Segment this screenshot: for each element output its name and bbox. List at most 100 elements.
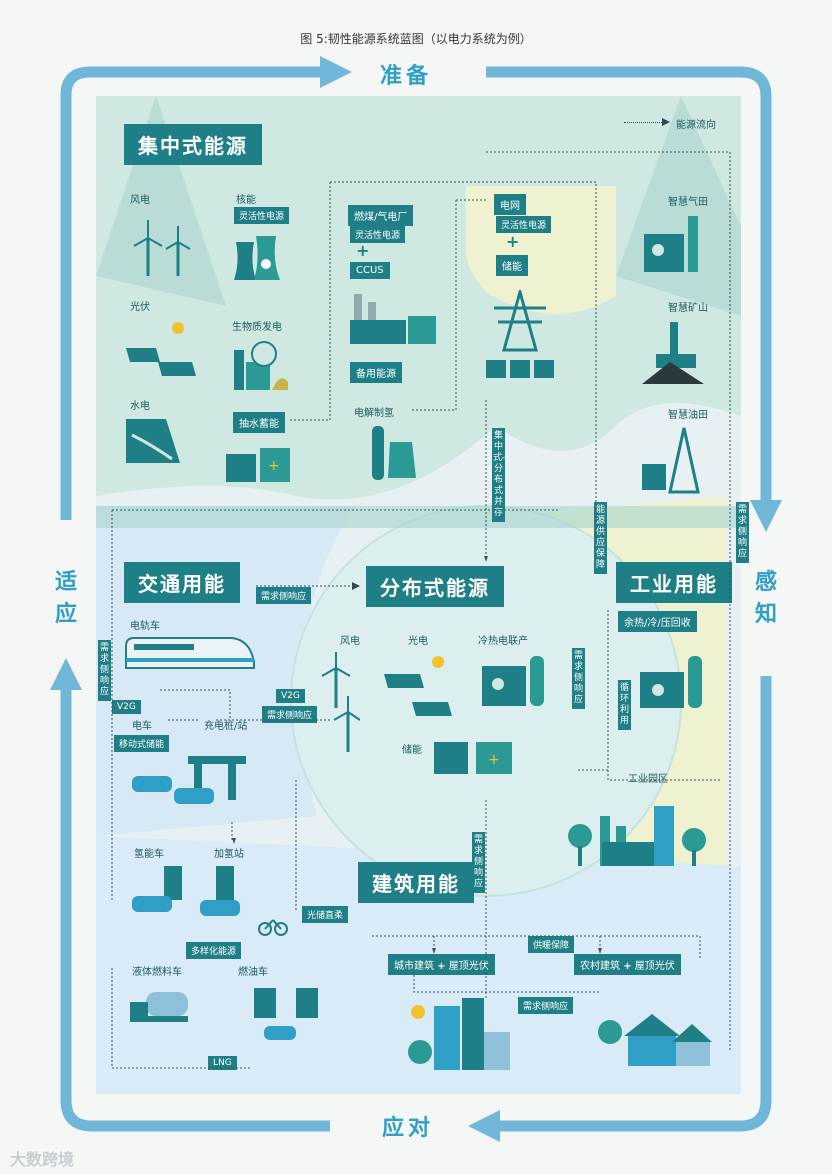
fuel-car-label: 燃油车 [238,967,268,978]
hydro-dam-icon [126,419,180,463]
electrolysis-label: 电解制氢 [354,408,394,419]
rail-label: 电轨车 [130,621,160,632]
train-icon [125,637,255,669]
plus-sign-grid: + [506,232,520,251]
tanker-truck-icon [130,992,188,1022]
ccus-tag: CCUS [350,262,390,279]
rural-building-label: 农村建筑 [580,961,620,972]
pv-storage-tag: 光储直柔 [302,906,349,923]
biomass-plant-icon [234,341,288,390]
v2g-right-tag: V2G [276,689,305,703]
cycle-prepare: 准备 [380,64,433,89]
factory-icon [640,656,702,708]
charger-demand-response-tag: 需求侧响应 [262,706,318,723]
backup-energy-tag: 备用能源 [350,362,402,383]
chp-label: 冷热电联产 [478,636,528,647]
distributed-demand-response-vtag: 需求侧响应 [572,648,585,709]
central-distributed-tag: 集中式-分布式并存 [492,428,505,522]
liquid-fuel-truck-label: 液体燃料车 [132,967,182,978]
hydro-label: 水电 [130,401,150,412]
fcv-label: 氢能车 [134,849,164,860]
city-building-tag: 城市建筑 + 屋顶光伏 [388,954,495,975]
distributed-storage-label: 储能 [402,745,422,756]
watermark-logo: 大数跨境 [10,1150,75,1169]
grid-tag: 电网 [494,194,526,215]
building-demand-response-vtag: 需求侧响应 [472,832,485,893]
solar-panel-icon [126,322,196,376]
bicycle-icon [258,919,288,936]
ev-charging-icon [132,756,246,804]
cycle-sense: 感知 [754,570,777,627]
transmission-tower-icon [486,290,554,378]
diverse-energy-tag: 多样化能源 [186,942,242,959]
rural-building-tag: 农村建筑 + 屋顶光伏 [574,954,681,975]
distributed-wind-turbine-icon [321,652,360,752]
pumped-storage-tag: 抽水蓄能 [233,412,285,433]
pumped-storage-icon: + [226,448,290,482]
gas-field-icon [644,216,698,272]
svg-text:+: + [268,458,280,474]
oil-field-icon [642,427,700,494]
cycle-respond: 应对 [382,1116,435,1141]
building-demand-response-tag: 需求侧响应 [518,997,574,1014]
nuclear-flex-tag: 灵活性电源 [234,207,290,224]
heating-guarantee-tag: 供暖保障 [528,936,575,953]
chp-plant-icon [482,656,544,706]
legend-label: 能源流向 [676,120,716,131]
rural-houses-icon [598,1014,712,1066]
svg-text:+: + [488,752,500,768]
grid-flex-tag: 灵活性电源 [496,216,552,233]
rural-rooftop-pv-label: 屋顶光伏 [634,961,675,972]
grid-storage-tag: 储能 [496,255,528,276]
smart-mine-label: 智慧矿山 [668,303,708,314]
city-buildings-icon [408,998,510,1070]
gas-pump-icon [254,988,318,1040]
hydrogen-station-icon [132,866,240,916]
solar-label: 光伏 [130,302,150,313]
biomass-label: 生物质发电 [232,322,282,333]
electrolyzer-icon [372,426,416,480]
plus-sign: + [356,241,370,260]
charger-label: 充电桩/站 [204,721,248,732]
legend-line [624,122,664,123]
nuclear-label: 核能 [236,195,256,206]
mobile-storage-tag: 移动式储能 [114,735,170,752]
industrial-energy-title: 工业用能 [616,562,732,603]
ev-label: 电车 [132,721,152,732]
mine-icon [642,322,704,384]
coal-flex-tag: 灵活性电源 [350,226,406,243]
distributed-wind-label: 风电 [340,636,360,647]
legend-arrow-icon [662,118,670,126]
v2g-left-tag: V2G [112,700,141,714]
nuclear-plant-icon [234,236,280,280]
figure-caption: 图 5:韧性能源系统蓝图（以电力系统为例） [300,32,532,46]
distributed-solar-label: 光电 [408,636,428,647]
h2-station-label: 加氢站 [214,849,244,860]
wind-label: 风电 [130,195,150,206]
distributed-solar-icon [384,656,452,716]
smart-gas-field-label: 智慧气田 [668,197,708,208]
transport-energy-title: 交通用能 [124,562,240,603]
energy-supply-tag: 能源供应保障 [594,502,607,574]
transport-demand-response-tag: 需求侧响应 [256,587,312,604]
coal-gas-plant-tag: 燃煤/气电厂 [348,205,414,226]
transport-demand-response-vtag: 需求侧响应 [98,640,111,701]
central-energy-title: 集中式能源 [124,124,262,165]
lng-tag: LNG [208,1056,237,1070]
recycle-tag: 循环利用 [618,680,631,730]
industrial-park-icon [568,806,706,866]
power-plant-icon [350,294,436,344]
smart-oil-field-label: 智慧油田 [668,410,708,421]
city-building-label: 城市建筑 [394,961,434,972]
battery-storage-icon: + [434,742,512,774]
distributed-energy-title: 分布式能源 [366,566,504,607]
wind-turbine-icon [133,220,191,276]
arrow-to-distributed [256,582,360,590]
demand-response-right-tag: 需求侧响应 [736,502,749,563]
cycle-adapt: 适应 [54,570,77,627]
city-rooftop-pv-label: 屋顶光伏 [448,961,489,972]
building-energy-title: 建筑用能 [358,862,474,903]
waste-heat-recovery-tag: 余热/冷/压回收 [618,611,697,632]
